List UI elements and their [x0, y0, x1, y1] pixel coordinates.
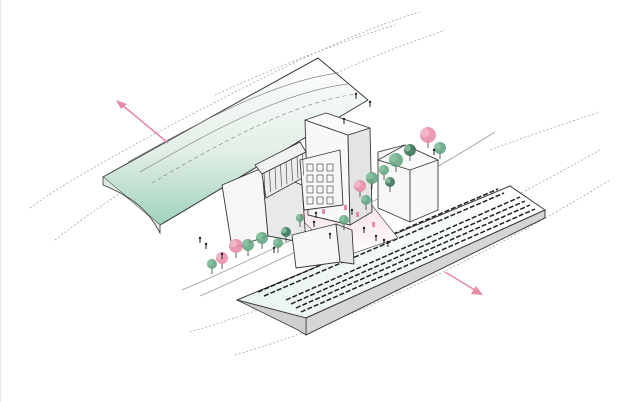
person-icon: [272, 246, 276, 253]
window-mullion: [269, 170, 271, 193]
window: [316, 174, 324, 183]
pedestrian-arrow-icon: [444, 271, 483, 295]
person-icon: [386, 240, 390, 247]
window: [306, 174, 314, 183]
elevated-road: [102, 57, 369, 235]
people: [198, 92, 436, 259]
window: [306, 196, 314, 205]
tree-icon: [385, 177, 395, 192]
person-icon: [342, 117, 346, 124]
person-icon: [382, 238, 386, 245]
window-mullion: [302, 153, 304, 176]
tree-icon: [242, 239, 254, 256]
window: [316, 196, 324, 205]
person-icon: [350, 208, 354, 215]
trees: [207, 127, 446, 274]
window: [306, 163, 314, 172]
frame-left-edge: [0, 0, 1, 402]
person-icon: [312, 220, 316, 227]
window-mullion: [263, 172, 266, 196]
window: [326, 174, 334, 183]
tree-icon: [366, 172, 378, 189]
person-icon: [374, 234, 378, 241]
tree-icon: [434, 142, 446, 159]
person-icon: [204, 242, 208, 249]
person-icon: [220, 252, 224, 259]
dashed-contour-lines: [29, 11, 611, 356]
tree-icon: [389, 153, 403, 172]
window: [326, 196, 334, 205]
person-icon: [362, 226, 366, 233]
tree-icon: [420, 127, 436, 148]
window: [326, 163, 334, 172]
tree-icon: [207, 259, 217, 274]
window-mullion: [285, 161, 288, 184]
window-grids: [263, 153, 334, 205]
window-mullion: [274, 167, 277, 190]
person-icon: [198, 236, 202, 243]
person-icon: [368, 100, 372, 107]
person-icon: [354, 92, 358, 99]
window: [316, 185, 324, 194]
tree-icon: [256, 232, 268, 249]
window-mullion: [280, 164, 282, 187]
tree-icon: [296, 214, 304, 227]
window: [316, 163, 324, 172]
tree-icon: [273, 238, 283, 253]
railway-deck: [235, 185, 547, 336]
tree-icon: [361, 195, 371, 210]
tree-icon: [339, 215, 349, 230]
person-icon: [328, 232, 332, 239]
tree-icon: [354, 180, 366, 197]
pedestrian-arrow-icon: [116, 100, 169, 144]
window-mullion: [296, 156, 299, 179]
window-mullion: [291, 158, 293, 182]
person-icon: [314, 211, 318, 218]
person-icon: [432, 148, 436, 155]
tree-icon: [379, 165, 389, 180]
window: [326, 185, 334, 194]
window: [306, 185, 314, 194]
tree-icon: [404, 144, 416, 161]
tree-icon: [229, 239, 243, 258]
tree-icon: [281, 227, 291, 242]
